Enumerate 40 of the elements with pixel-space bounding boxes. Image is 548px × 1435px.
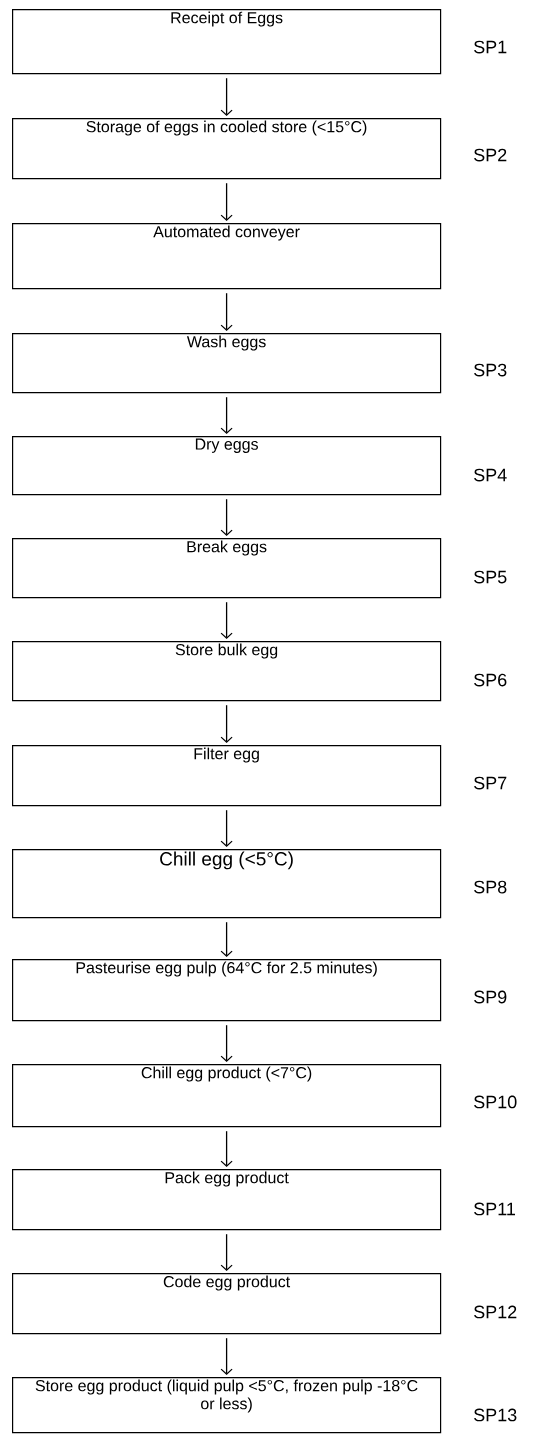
arrow [220, 921, 233, 957]
step-label: SP11 [474, 1202, 515, 1216]
arrow [220, 601, 233, 639]
arrow [220, 182, 233, 221]
process-box: Break eggs [12, 538, 442, 599]
process-box: Code egg product [12, 1273, 442, 1335]
process-box: Dry eggs [12, 436, 442, 496]
arrow [220, 396, 233, 434]
process-box: Chill egg product (<7°C) [12, 1064, 442, 1128]
arrow [220, 498, 233, 536]
process-box: Store bulk egg [12, 641, 442, 702]
step-label: SP12 [474, 1305, 517, 1319]
step-label: SP6 [474, 673, 507, 687]
process-box: Wash eggs [12, 333, 442, 394]
step-label: SP4 [474, 468, 507, 482]
step-label: SP3 [474, 363, 507, 377]
arrow [220, 809, 233, 847]
process-box: Chill egg (<5°C) [12, 849, 442, 919]
arrow [220, 1233, 233, 1271]
arrow [220, 292, 233, 331]
step-label: SP2 [474, 148, 507, 162]
process-box: Storage of eggs in cooled store (<15°C) [12, 118, 442, 180]
step-label: SP10 [474, 1095, 517, 1109]
process-box: Automated conveyer [12, 223, 442, 290]
arrow [220, 1337, 233, 1375]
process-box: Store egg product (liquid pulp <5°C, frozen pulp -18°C or less) [12, 1377, 442, 1434]
step-label: SP9 [474, 990, 507, 1004]
process-box: Pack egg product [12, 1169, 442, 1231]
step-label: SP8 [474, 880, 507, 894]
process-box: Filter egg [12, 745, 442, 807]
step-label: SP5 [474, 570, 507, 584]
step-label: SP7 [474, 776, 507, 790]
arrow [220, 704, 233, 743]
process-box: Receipt of Eggs [12, 9, 442, 75]
step-label: SP1 [474, 40, 507, 54]
step-label: SP13 [474, 1408, 517, 1422]
process-box: Pasteurise egg pulp (64°C for 2.5 minutes) [12, 959, 442, 1022]
arrow [220, 1130, 233, 1167]
arrow [220, 77, 233, 116]
arrow [220, 1024, 233, 1062]
